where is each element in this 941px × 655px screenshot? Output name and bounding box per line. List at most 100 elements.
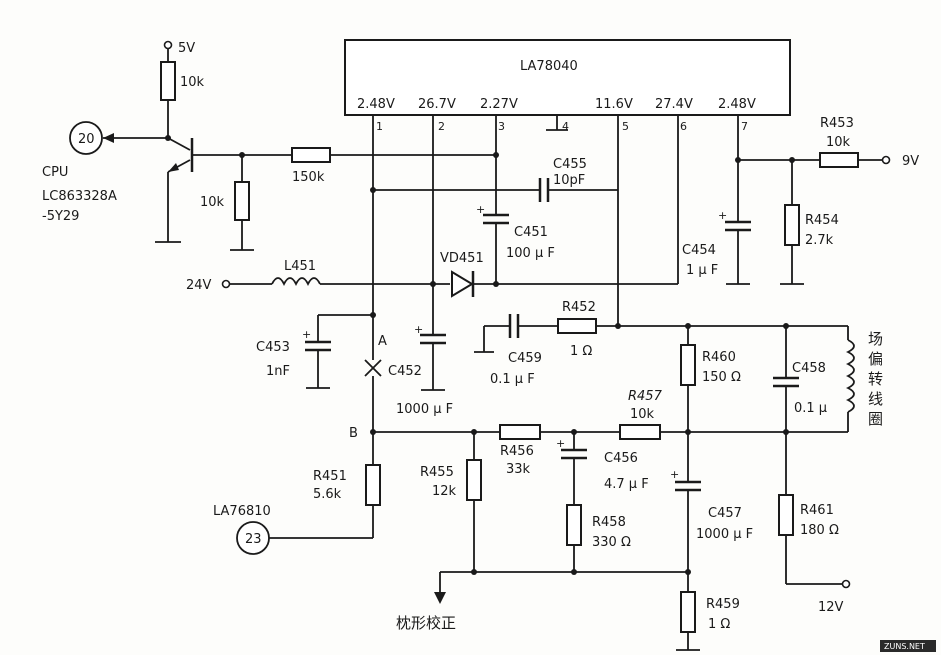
l451-label: L451	[284, 259, 316, 274]
r451-resistor	[365, 464, 381, 506]
cpu-pin-20	[69, 121, 103, 155]
pin3-voltage: 2.27V	[480, 97, 518, 112]
pin5-voltage: 11.6V	[595, 97, 633, 112]
r459-value: 1 Ω	[708, 617, 730, 632]
r459-name: R459	[706, 597, 740, 612]
emitter-resistor-value: 10k	[200, 195, 225, 210]
r461-resistor	[778, 494, 794, 536]
r453-name: R453	[820, 116, 854, 131]
la76810-label: LA76810	[213, 504, 271, 519]
c455-name: C455	[553, 157, 587, 172]
svg-text:+: +	[670, 468, 679, 481]
node-a-break-2	[364, 359, 382, 377]
yoke-char-4: 线	[868, 390, 883, 408]
yoke-char-5: 圈	[868, 410, 883, 428]
r461-name: R461	[800, 503, 834, 518]
c454-name: C454	[682, 243, 716, 258]
pullup-resistor-value: 10k	[180, 75, 205, 90]
vd451-label: VD451	[440, 251, 484, 266]
vd451-diode	[451, 270, 474, 298]
r451-value: 5.6k	[313, 487, 342, 502]
ic-body	[344, 39, 791, 116]
svg-text:+: +	[718, 209, 727, 222]
r453-value: 10k	[826, 135, 851, 150]
ic-name: LA78040	[520, 59, 578, 74]
yoke-char-2: 偏	[868, 350, 883, 368]
cpu-label: CPU	[42, 165, 68, 180]
cpu-model-line2: -5Y29	[42, 209, 79, 224]
l451-inductor	[271, 277, 321, 287]
pin2-voltage: 26.7V	[418, 97, 456, 112]
r456-resistor	[499, 424, 541, 440]
c456-name: C456	[604, 451, 638, 466]
c459-name: C459	[508, 351, 542, 366]
supply-5v-label: 5V	[178, 41, 195, 56]
c459-value: 0.1 μ F	[490, 372, 535, 387]
r454-resistor	[784, 204, 800, 246]
r455-name: R455	[420, 465, 454, 480]
c454-value: 1 μ F	[686, 263, 718, 278]
c458-name: C458	[792, 361, 826, 376]
r459-resistor	[680, 591, 696, 633]
c458-value: 0.1 μ	[794, 401, 827, 416]
supply-12v-terminal	[841, 579, 851, 589]
r452-name: R452	[562, 300, 596, 315]
base-resistor	[291, 147, 331, 163]
pin5-number: 5	[622, 120, 629, 133]
supply-24v-terminal	[221, 279, 231, 289]
r452-value: 1 Ω	[570, 344, 592, 359]
la76810-pin-23-label: 23	[245, 532, 262, 547]
watermark-box	[880, 640, 936, 652]
c457-value: 1000 μ F	[696, 527, 753, 542]
la76810-pin-23	[236, 521, 270, 555]
pin1-number: 1	[376, 120, 383, 133]
pincushion-arrow	[434, 592, 446, 604]
c452-name: C452	[388, 364, 422, 379]
svg-text:+: +	[556, 437, 565, 450]
pin4-number: 4	[562, 120, 569, 133]
emitter-resistor	[234, 181, 250, 221]
r454-name: R454	[805, 213, 839, 228]
svg-text:+: +	[414, 323, 423, 336]
c451-plus: +	[476, 203, 485, 216]
pincushion-label: 枕形校正	[396, 614, 456, 632]
supply-9v-terminal	[881, 155, 891, 165]
supply-9v-label: 9V	[902, 154, 919, 169]
yoke-coil	[845, 339, 855, 413]
c456-value: 4.7 μ F	[604, 477, 649, 492]
c451-name: C451	[514, 225, 548, 240]
pin6-voltage: 27.4V	[655, 97, 693, 112]
r456-value: 33k	[506, 462, 531, 477]
r460-name: R460	[702, 350, 736, 365]
r452-resistor	[557, 318, 597, 334]
r455-value: 12k	[432, 484, 457, 499]
r457-resistor	[619, 424, 661, 440]
r451-name: R451	[313, 469, 347, 484]
pullup-resistor	[160, 61, 176, 101]
base-resistor-value: 150k	[292, 170, 325, 185]
cpu-pin-20-label: 20	[78, 132, 95, 147]
r461-value: 180 Ω	[800, 523, 839, 538]
pin2-number: 2	[438, 120, 445, 133]
pin7-number: 7	[741, 120, 748, 133]
r456-name: R456	[500, 444, 534, 459]
r460-resistor	[680, 344, 696, 386]
supply-12v-label: 12V	[818, 600, 844, 615]
c453-name: C453	[256, 340, 290, 355]
r455-resistor	[466, 459, 482, 501]
yoke-char-1: 场	[868, 330, 883, 348]
node-b-label: B	[349, 426, 358, 441]
r454-value: 2.7k	[805, 233, 834, 248]
r453-resistor	[819, 152, 859, 168]
pin7-voltage: 2.48V	[718, 97, 756, 112]
r458-resistor	[566, 504, 582, 546]
r460-value: 150 Ω	[702, 370, 741, 385]
pin3-number: 3	[498, 120, 505, 133]
c453-value: 1nF	[266, 364, 290, 379]
pin6-number: 6	[680, 120, 687, 133]
r457-name: R457	[628, 389, 663, 404]
supply-5v-terminal	[163, 40, 173, 50]
c451-value: 100 μ F	[506, 246, 555, 261]
